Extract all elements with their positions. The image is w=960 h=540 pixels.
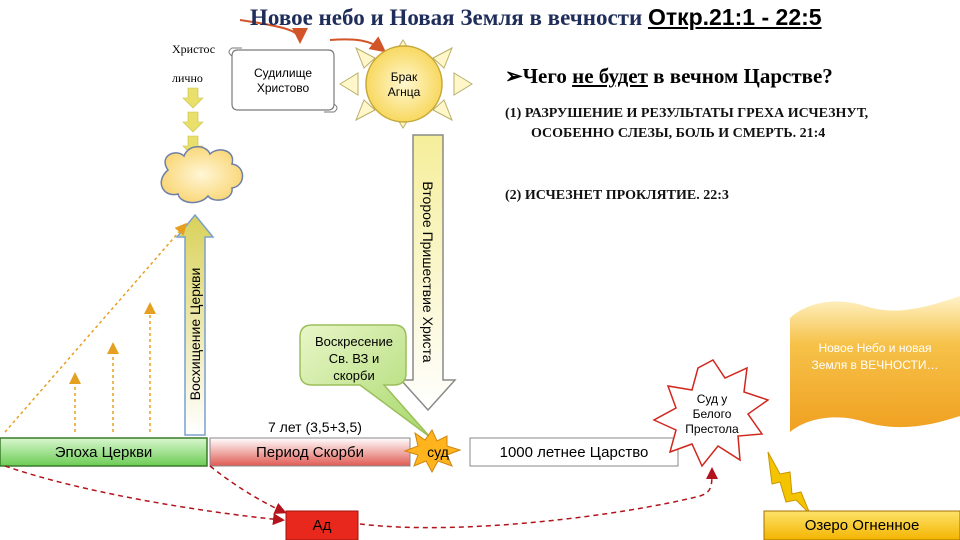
second-coming-label: Второе Пришествие Христа bbox=[420, 181, 436, 363]
scroll-label-line1: Судилище bbox=[253, 66, 313, 80]
title-main: Новое небо и Новая Земля в вечности bbox=[250, 5, 643, 30]
question-bullet: ➢ bbox=[505, 64, 523, 88]
christ-label-line1: Христос bbox=[172, 42, 216, 56]
new-heaven-banner bbox=[790, 296, 960, 432]
white-throne-text: Суд у Белого Престола bbox=[672, 392, 752, 437]
sun-icon bbox=[339, 39, 473, 129]
resurrection-callout bbox=[299, 324, 431, 438]
callout-line2: Св. ВЗ и bbox=[328, 351, 380, 366]
christ-descent-arrows bbox=[182, 87, 204, 157]
new-heaven-line2: Земля в ВЕЧНОСТИ… bbox=[811, 358, 939, 372]
question-underlined: не будет bbox=[572, 64, 648, 88]
rapture-label: Восхищение Церкви bbox=[187, 267, 203, 401]
sun-label-line1: Брак bbox=[390, 70, 418, 84]
tribulation-label: Период Скорби bbox=[256, 443, 364, 461]
church-age-label: Эпоха Церкви bbox=[54, 443, 153, 461]
point-2: (2) ИСЧЕЗНЕТ ПРОКЛЯТИЕ. 22:3 bbox=[505, 188, 729, 203]
callout-line1: Воскресение bbox=[315, 334, 393, 349]
christ-label-line2: лично bbox=[172, 71, 203, 85]
hell-label: Ад bbox=[312, 517, 332, 534]
scroll-icon bbox=[228, 47, 338, 113]
millennium-label: 1000 летнее Царство bbox=[499, 443, 649, 461]
white-throne-line2: Белого bbox=[692, 407, 732, 421]
title-pointer-arrow bbox=[239, 19, 308, 44]
rapture-arrow bbox=[175, 213, 215, 436]
judgment-burst bbox=[403, 428, 462, 474]
scroll-to-sun-arrow bbox=[329, 36, 387, 53]
title-reference: Откр.21:1 - 22:5 bbox=[647, 4, 822, 30]
sun-label: Брак Агнца bbox=[372, 70, 436, 100]
point-1: (1) РАЗРУШЕНИЕ И РЕЗУЛЬТАТЫ ГРЕХА ИСЧЕЗН… bbox=[505, 106, 869, 141]
lightning-bolt bbox=[767, 451, 811, 515]
hell-box bbox=[285, 510, 359, 540]
white-throne-line3: Престола bbox=[685, 422, 739, 436]
church-age-dotted-arrows bbox=[4, 222, 187, 433]
christ-label: Христос лично bbox=[172, 42, 215, 86]
second-coming-arrow bbox=[399, 134, 457, 412]
page-title: Новое небо и Новая Земля в вечности Откр… bbox=[250, 4, 960, 31]
church-age-box bbox=[0, 437, 208, 467]
callout-line3: скорби bbox=[333, 368, 375, 383]
white-throne-line1: Суд у bbox=[696, 392, 728, 406]
sun-label-line2: Агнца bbox=[387, 85, 421, 99]
judgment-dashed-paths bbox=[4, 465, 718, 529]
callout-text: Воскресение Св. ВЗ и скорби bbox=[302, 333, 406, 384]
scroll-label: Судилище Христово bbox=[234, 66, 332, 96]
judgment-label: суд bbox=[427, 444, 449, 460]
millennium-box bbox=[469, 437, 679, 467]
scroll-label-line2: Христово bbox=[256, 81, 310, 95]
new-heaven-text: Новое Небо и новая Земля в ВЕЧНОСТИ… bbox=[790, 340, 960, 374]
question-after: в вечном Царстве? bbox=[647, 64, 833, 88]
cloud-icon bbox=[160, 146, 244, 204]
new-heaven-line1: Новое Небо и новая bbox=[818, 341, 932, 355]
question-before: Чего bbox=[522, 64, 573, 88]
lake-of-fire-label: Озеро Огненное bbox=[804, 517, 920, 534]
lake-of-fire-box bbox=[763, 510, 960, 540]
white-throne-burst bbox=[652, 359, 770, 468]
tribulation-years: 7 лет (3,5+3,5) bbox=[268, 419, 362, 435]
question-heading: ➢Чего не будет в вечном Царстве? bbox=[505, 64, 833, 89]
tribulation-box bbox=[209, 437, 411, 467]
